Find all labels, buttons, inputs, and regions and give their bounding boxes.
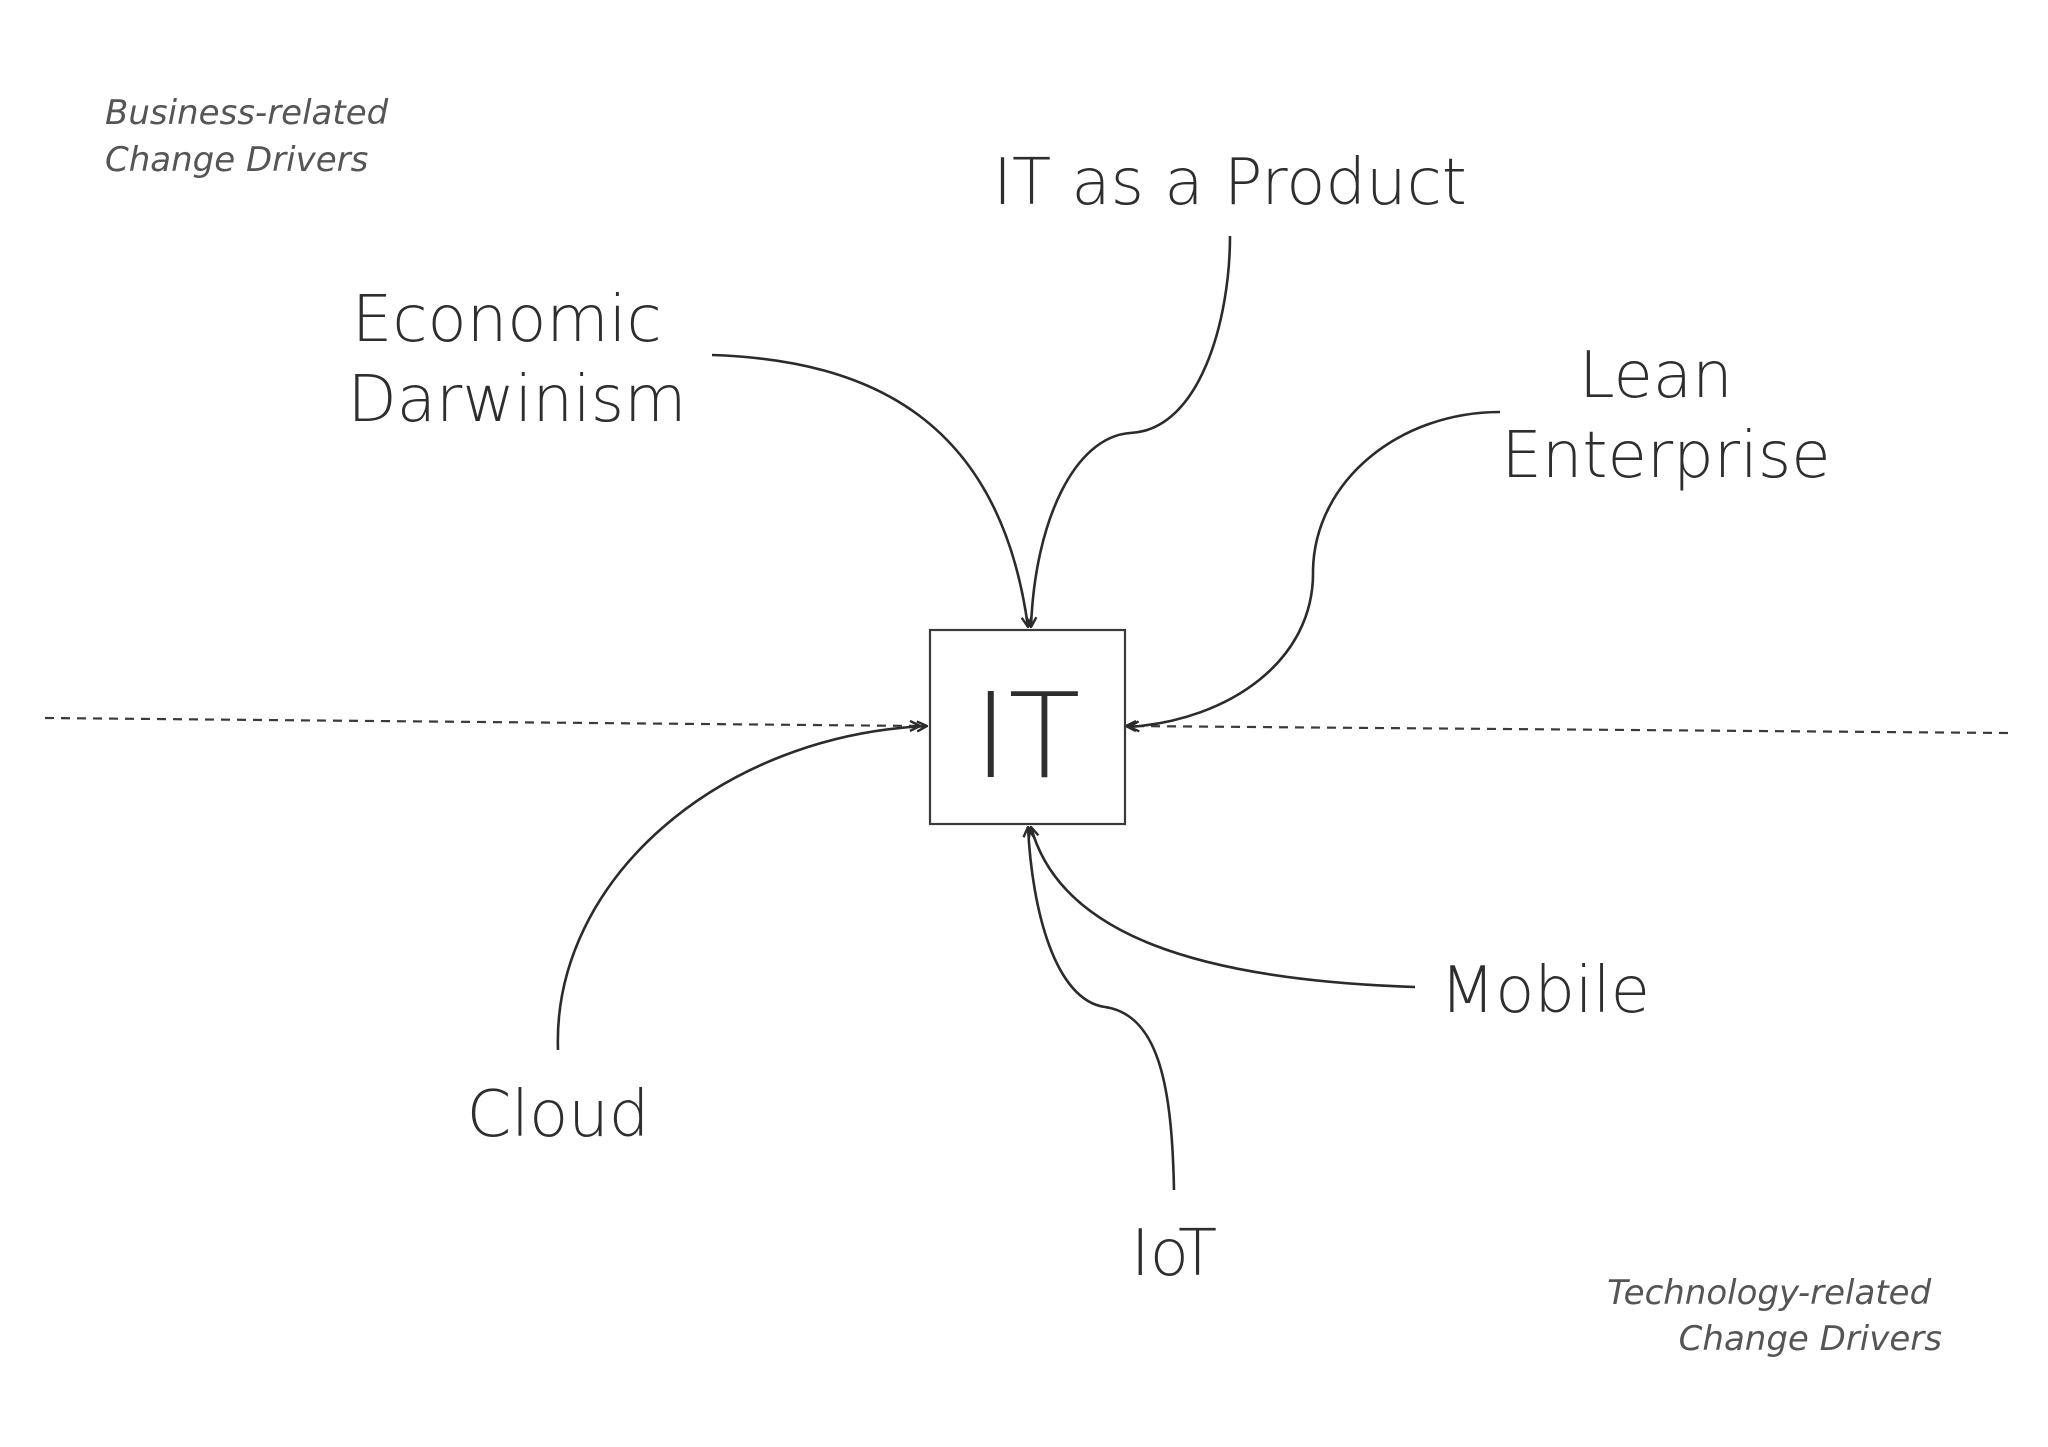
driver-lean-enterprise-line2: Enterprise xyxy=(1501,419,1830,493)
driver-economic-darwinism-line1: Economic xyxy=(352,283,662,357)
driver-economic-darwinism: Economic Darwinism xyxy=(348,283,687,437)
arrow-economic-darwinism xyxy=(711,353,1028,627)
technology-zone-note: Technology-related Change Drivers xyxy=(1607,1273,1942,1359)
technology-zone-note-line2: Change Drivers xyxy=(1679,1319,1942,1359)
it-box-label: IT xyxy=(974,667,1081,805)
driver-lean-enterprise: Lean Enterprise xyxy=(1501,339,1830,493)
arrow-lean-enterprise xyxy=(1129,410,1501,727)
driver-mobile: Mobile xyxy=(1440,954,1650,1028)
driver-lean-enterprise-line1: Lean xyxy=(1579,339,1733,413)
arrow-mobile xyxy=(1031,827,1416,989)
arrow-it-as-a-product xyxy=(1031,235,1232,627)
driver-cloud: Cloud xyxy=(467,1078,650,1152)
driver-it-as-a-product: IT as a Product xyxy=(993,146,1467,220)
driver-iot: IoT xyxy=(1131,1217,1217,1291)
business-zone-note-line1: Business-related xyxy=(105,93,389,133)
divider-line-right xyxy=(1126,726,2009,735)
technology-zone-note-line1: Technology-related xyxy=(1607,1273,1932,1313)
business-zone-note: Business-related Change Drivers xyxy=(105,93,399,180)
driver-economic-darwinism-line2: Darwinism xyxy=(348,363,687,437)
divider-line-left xyxy=(44,716,920,726)
it-box xyxy=(928,628,1127,826)
business-zone-note-line2: Change Drivers xyxy=(105,140,368,180)
arrow-iot xyxy=(1028,827,1176,1191)
arrow-cloud xyxy=(556,726,927,1051)
